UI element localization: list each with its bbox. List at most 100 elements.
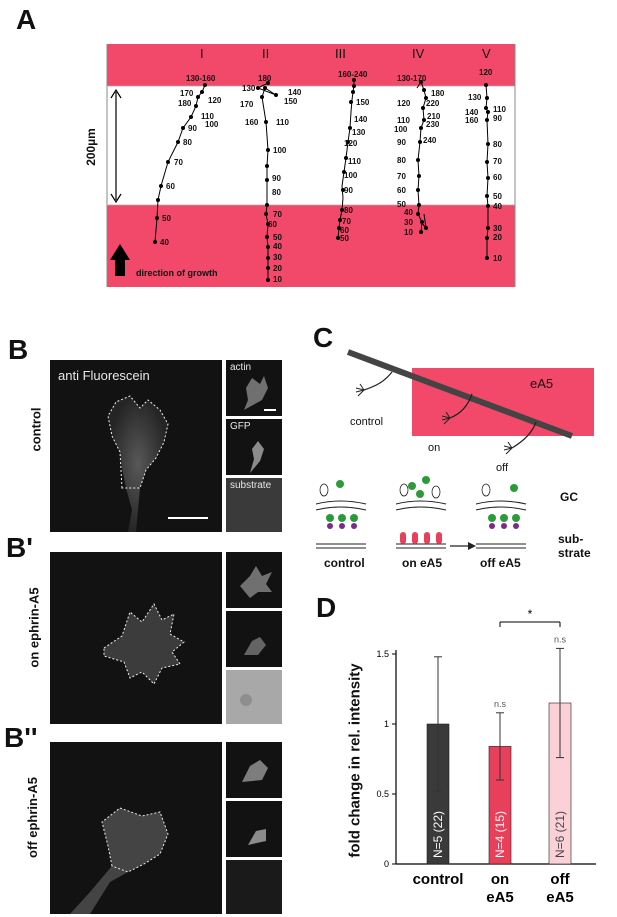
track-label: 110	[493, 105, 506, 114]
track-label: 240	[423, 136, 437, 145]
track-label: 110	[397, 116, 410, 125]
panel-label-d: D	[316, 592, 337, 623]
track-label: 230	[426, 120, 440, 129]
column-header-i: I	[200, 46, 204, 61]
micrograph-on-gfp	[226, 611, 282, 667]
track-label: 110	[201, 112, 214, 121]
bar-n-label: N=4 (15)	[493, 811, 507, 858]
track-label: 70	[493, 157, 502, 166]
track-label: 60	[340, 226, 349, 235]
track-label: 30	[404, 218, 413, 227]
track-label: 100	[394, 125, 408, 134]
track-label: 90	[397, 138, 406, 147]
y-tick-label: 0	[384, 859, 389, 869]
track-label: 130	[352, 128, 366, 137]
track-label: 10	[493, 254, 502, 263]
growth-label: direction of growth	[136, 268, 218, 278]
track-label: 60	[166, 182, 175, 191]
track-label: 90	[272, 174, 281, 183]
track-label: 130	[242, 84, 256, 93]
c-label-off: off	[496, 462, 509, 474]
track-label: 90	[188, 124, 197, 133]
micrograph-control-substrate: substrate	[226, 478, 282, 532]
track-label: 60	[493, 173, 502, 182]
category-label: eA5	[546, 889, 574, 906]
growth-arrow-icon	[115, 260, 125, 276]
track-label: 130-160	[186, 74, 216, 83]
track-label: 150	[284, 97, 298, 106]
c-label-on: on	[428, 442, 441, 454]
track-label: 40	[493, 202, 502, 211]
category-label: off	[550, 871, 570, 888]
arrow-right-icon	[468, 542, 476, 550]
track-label: 60	[397, 186, 406, 195]
track-label: 150	[356, 98, 370, 107]
track-label: 180	[258, 74, 272, 83]
ea5-box	[412, 368, 594, 436]
panel-label-b1: B'	[6, 532, 33, 563]
track-label: 100	[344, 171, 358, 180]
track-label: 120	[479, 68, 493, 77]
track-label: 70	[174, 158, 183, 167]
column-header-iv: IV	[412, 46, 425, 61]
column-header-iii: III	[335, 46, 346, 61]
track-label: 160	[245, 118, 259, 127]
track-label: 20	[493, 233, 502, 242]
track-label: 40	[273, 242, 282, 251]
track-label: 100	[205, 120, 219, 129]
track-label: 170	[180, 89, 194, 98]
side-label-actin: actin	[230, 362, 252, 373]
track-label: 180	[178, 99, 192, 108]
track-label: 90	[493, 114, 502, 123]
track-label: 220	[426, 99, 440, 108]
side-label-gfp: GFP	[230, 421, 251, 432]
micrograph-on-substrate	[226, 670, 282, 724]
micrograph-off-actin	[226, 742, 282, 798]
panel-label-c: C	[313, 322, 334, 353]
track-label: 80	[493, 140, 502, 149]
track-label: 70	[273, 210, 282, 219]
category-label: on	[491, 871, 509, 888]
track-label: 120	[397, 99, 411, 108]
track-label: 100	[273, 146, 287, 155]
track-label: 10	[404, 228, 413, 237]
track-label: 130	[468, 93, 482, 102]
track-label: 160-240	[338, 70, 368, 79]
row-label-off-ephrin: off ephrin-A5	[24, 777, 40, 858]
track-label: 60	[268, 220, 277, 229]
significance-annotation: n.s	[554, 634, 567, 644]
track-label: 140	[465, 108, 479, 117]
micrograph-off-substrate	[226, 860, 282, 914]
panel-a-figure	[106, 44, 516, 287]
track-label: 110	[276, 118, 289, 127]
membrane-off	[475, 500, 527, 511]
c-bottom-on: on eA5	[402, 556, 443, 570]
track-label: 90	[344, 186, 353, 195]
micrograph-control-main: anti Fluorescein	[50, 360, 222, 532]
track-label: 40	[160, 238, 169, 247]
membrane-on	[395, 500, 447, 511]
category-label: eA5	[486, 889, 514, 906]
track-label: 50	[397, 200, 406, 209]
track-label: 50	[273, 233, 282, 242]
track-label: 120	[344, 139, 358, 148]
micrograph-on-actin	[226, 552, 282, 608]
significance-annotation: n.s	[494, 699, 507, 709]
track-label: 160	[465, 116, 479, 125]
bar-n-label: N=6 (21)	[553, 811, 567, 858]
growth-cone-icon	[355, 383, 365, 397]
track-label: 50	[340, 234, 349, 243]
row-label-control: control	[28, 407, 44, 452]
bottom-stripe	[107, 205, 515, 287]
panel-label-b2: B''	[4, 722, 38, 753]
track-label: 210	[427, 112, 441, 121]
track-label: 120	[208, 96, 222, 105]
row-label-on-ephrin: on ephrin-A5	[26, 587, 42, 668]
track-label: 140	[354, 115, 368, 124]
track-label: 30	[273, 253, 282, 262]
track-label: 180	[431, 89, 445, 98]
track-label: 20	[273, 264, 282, 273]
track-label: 80	[272, 188, 281, 197]
c-bottom-control: control	[324, 556, 365, 570]
track-label: 50	[162, 214, 171, 223]
